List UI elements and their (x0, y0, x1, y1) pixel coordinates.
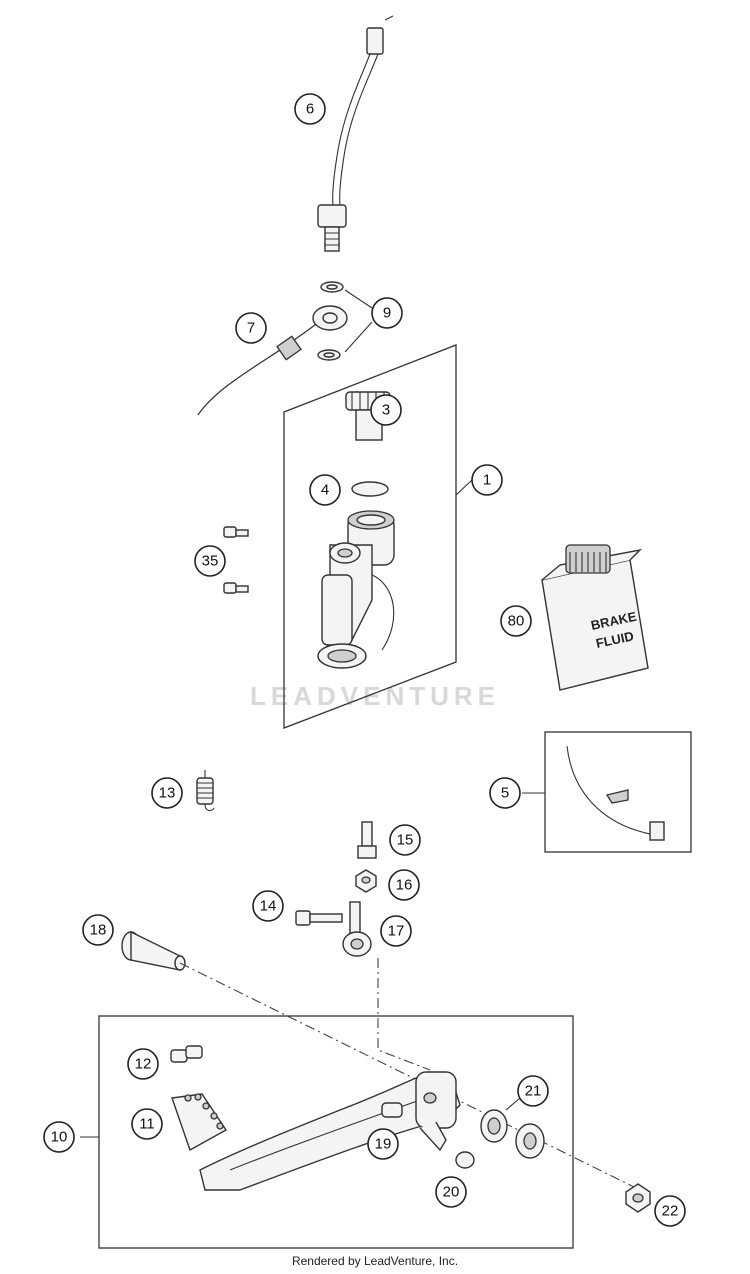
svg-text:3: 3 (382, 402, 390, 419)
callout-5: 5 (489, 777, 521, 809)
o-ring-part (351, 481, 389, 497)
callout-18: 18 (82, 914, 114, 946)
callout-22: 22 (654, 1195, 686, 1227)
svg-text:4: 4 (321, 482, 329, 499)
callout-17: 17 (380, 915, 412, 947)
pin-part (170, 1045, 203, 1063)
callout-35: 35 (194, 545, 226, 577)
bearings-part (480, 1097, 545, 1159)
washer-part (455, 1151, 475, 1169)
switch-kit-box (544, 731, 692, 853)
sealing-washers-part (317, 281, 373, 361)
svg-text:16: 16 (396, 877, 413, 894)
master-cylinder-kit-box (283, 344, 457, 729)
svg-text:22: 22 (662, 1203, 679, 1220)
callout-16: 16 (388, 869, 420, 901)
svg-text:6: 6 (306, 101, 314, 118)
callout-14: 14 (252, 890, 284, 922)
callout-6: 6 (294, 93, 326, 125)
brake-pedal-kit-box (98, 1015, 574, 1249)
callout-12: 12 (127, 1048, 159, 1080)
svg-text:5: 5 (501, 785, 509, 802)
svg-text:7: 7 (247, 320, 255, 337)
svg-text:17: 17 (388, 923, 405, 940)
callout-15: 15 (389, 824, 421, 856)
adjusting-screw-part (357, 821, 377, 859)
callout-80: 80 (500, 605, 532, 637)
switch-cable-part (566, 745, 665, 841)
svg-text:10: 10 (51, 1129, 68, 1146)
screws-part (223, 526, 249, 594)
watermark: LEADVENTURE (250, 681, 500, 711)
svg-text:21: 21 (525, 1083, 542, 1100)
bushing-part (121, 930, 186, 971)
lock-nut-part (625, 1183, 651, 1213)
push-rod-part (342, 901, 372, 957)
footer-credit: Rendered by LeadVenture, Inc. (291, 1254, 459, 1268)
spring-part (196, 770, 215, 812)
brake-pedal-part (199, 1071, 461, 1191)
callout-19: 19 (367, 1128, 399, 1160)
svg-text:13: 13 (159, 785, 176, 802)
svg-text:12: 12 (135, 1056, 152, 1073)
svg-text:11: 11 (139, 1116, 155, 1133)
svg-text:15: 15 (397, 832, 414, 849)
svg-text:35: 35 (202, 553, 219, 570)
svg-text:14: 14 (260, 898, 277, 915)
nut-part (355, 869, 377, 893)
sleeve-part (381, 1102, 403, 1118)
brake-fluid-can-part: BRAKE FLUID (541, 544, 649, 691)
callout-21: 21 (517, 1075, 549, 1107)
callout-13: 13 (151, 777, 183, 809)
svg-text:19: 19 (375, 1136, 392, 1153)
svg-text:80: 80 (508, 613, 525, 630)
callout-9: 9 (371, 297, 403, 329)
svg-text:9: 9 (383, 305, 391, 322)
brake-line-part (197, 305, 348, 416)
callout-7: 7 (235, 312, 267, 344)
callout-1: 1 (471, 464, 503, 496)
svg-text:20: 20 (443, 1184, 460, 1201)
step-plate-part (171, 1093, 228, 1152)
callout-20: 20 (435, 1176, 467, 1208)
bolt-part (295, 910, 343, 926)
callout-11: 11 (131, 1108, 163, 1140)
callout-3: 3 (370, 394, 402, 426)
svg-text:1: 1 (483, 472, 491, 489)
callout-10: 10 (43, 1121, 75, 1153)
callout-4: 4 (309, 474, 341, 506)
brake-light-switch-part (317, 15, 394, 252)
svg-text:18: 18 (90, 922, 107, 939)
master-cylinder-part (317, 510, 395, 669)
